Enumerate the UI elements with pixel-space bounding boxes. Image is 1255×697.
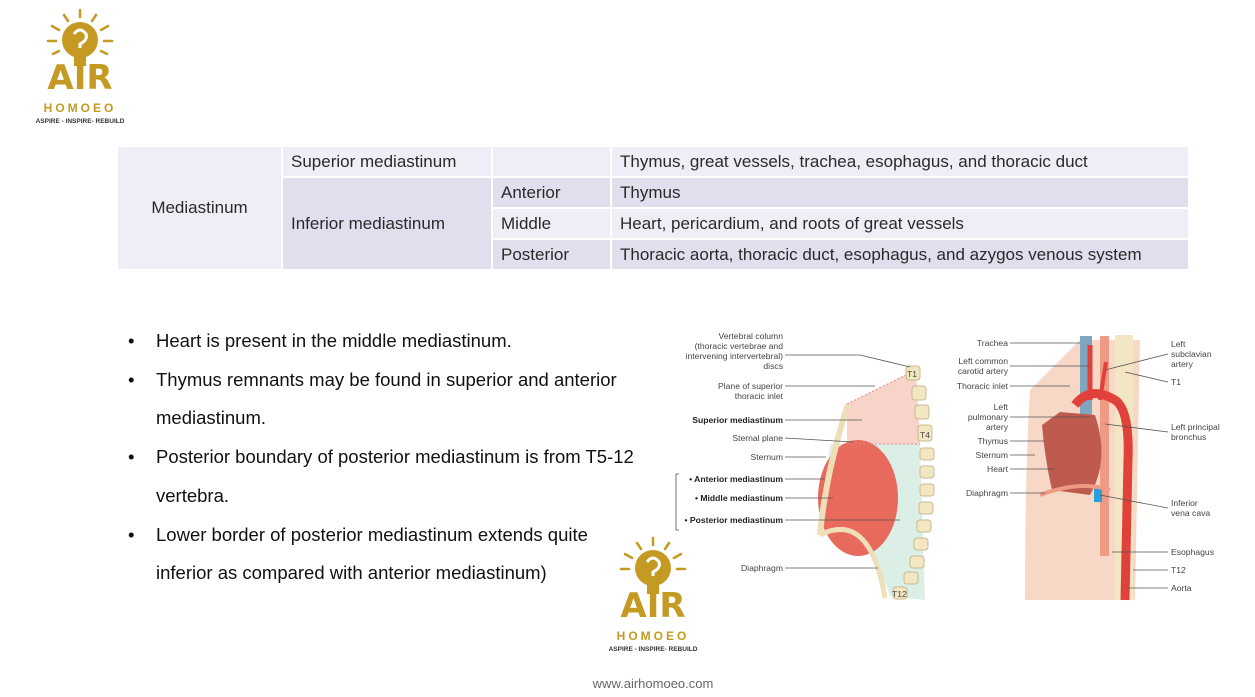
label-line: (thoracic vertebrae and — [694, 341, 783, 351]
label-line: Vertebral column — [718, 331, 784, 341]
bullet-item: Heart is present in the middle mediastin… — [128, 322, 636, 361]
logo-brand: AIR — [47, 58, 113, 98]
label-sternal-plane: Sternal plane — [732, 433, 783, 443]
label-esophagus: Esophagus — [1171, 547, 1215, 557]
table-row: Inferior mediastinum Anterior Thymus — [117, 176, 1190, 271]
contents-cell: Thymus — [610, 176, 1190, 209]
label-inferior-vena-cava: Inferior vena cava — [1171, 498, 1210, 518]
label-anterior-mediastinum: • Anterior mediastinum — [689, 474, 783, 484]
label-line: Left — [1171, 339, 1186, 349]
logo-brand: AIR — [620, 586, 686, 626]
label-line: Left common — [958, 356, 1008, 366]
root-cell: Mediastinum — [116, 145, 283, 271]
region-cell: Superior mediastinum — [281, 145, 493, 178]
label-thymus: Thymus — [977, 436, 1008, 446]
subregion-cell: Middle — [491, 207, 612, 240]
label-line: bronchus — [1171, 432, 1207, 442]
logo-sub: HOMOEO — [616, 629, 690, 643]
brand-logo-watermark: AIR HOMOEO ASPIRE - INSPIRE- REBUILD — [601, 536, 705, 658]
label-sternum: Sternum — [750, 452, 783, 462]
label-diaphragm-right: Diaphragm — [965, 488, 1008, 498]
label-aorta: Aorta — [1171, 583, 1192, 593]
label-posterior-mediastinum: • Posterior mediastinum — [684, 515, 783, 525]
label-line: artery — [1171, 359, 1193, 369]
table-row: Middle Heart, pericardium, and roots of … — [117, 207, 1190, 240]
label-heart: Heart — [986, 464, 1008, 474]
logo-tagline: ASPIRE - INSPIRE- REBUILD — [35, 118, 125, 125]
table-row: Mediastinum Superior mediastinum Thymus,… — [116, 145, 1190, 271]
brand-logo-top: AIR HOMOEO ASPIRE - INSPIRE- REBUILD — [28, 8, 132, 130]
region-cell: Inferior mediastinum — [281, 176, 493, 271]
contents-cell: Heart, pericardium, and roots of great v… — [610, 207, 1190, 240]
label-left-pulmonary-artery: Left pulmonary artery — [930, 402, 1008, 432]
label-plane-superior: Plane of superior thoracic inlet — [660, 381, 783, 401]
contents-cell: Thoracic aorta, thoracic duct, esophagus… — [610, 238, 1190, 271]
label-line: intervening intervertebral) — [685, 351, 783, 361]
label-line: vena cava — [1171, 508, 1211, 518]
bullet-item: Posterior boundary of posterior mediasti… — [128, 438, 636, 515]
label-line: discs — [763, 361, 783, 371]
label-line: Left — [993, 402, 1008, 412]
label-line: Inferior — [1171, 498, 1198, 508]
mediastinum-table: Mediastinum Superior mediastinum Thymus,… — [116, 145, 1190, 271]
label-t1-right: T1 — [1171, 377, 1182, 387]
label-t1: T1 — [907, 369, 918, 379]
bullet-item: Lower border of posterior mediastinum ex… — [128, 516, 636, 593]
logo-tagline: ASPIRE - INSPIRE- REBUILD — [608, 646, 698, 653]
label-sternum-right: Sternum — [975, 450, 1008, 460]
label-line: artery — [986, 422, 1008, 432]
label-line: pulmonary — [967, 412, 1008, 422]
footer-url: www.airhomoeo.com — [592, 676, 714, 691]
lightbulb-logo-icon — [46, 8, 114, 66]
label-left-common-carotid: Left common carotid artery — [930, 356, 1008, 376]
table-row: Posterior Thoracic aorta, thoracic duct,… — [117, 238, 1190, 271]
contents-cell: Thymus, great vessels, trachea, esophagu… — [610, 145, 1190, 178]
label-superior-mediastinum: Superior mediastinum — [692, 415, 783, 425]
label-left-subclavian: Left subclavian artery — [1171, 339, 1212, 369]
bullet-item: Thymus remnants may be found in superior… — [128, 361, 636, 438]
label-thoracic-inlet: Thoracic inlet — [956, 381, 1008, 391]
label-middle-mediastinum: • Middle mediastinum — [694, 493, 783, 503]
lightbulb-logo-icon — [619, 536, 687, 594]
label-trachea: Trachea — [976, 338, 1008, 348]
label-line: thoracic inlet — [734, 391, 783, 401]
subregion-cell: Anterior — [491, 176, 612, 209]
label-vertebral-column: Vertebral column (thoracic vertebrae and… — [660, 331, 783, 371]
label-left-principal-bronchus: Left principal bronchus — [1171, 422, 1220, 442]
label-line: Left principal — [1171, 422, 1220, 432]
label-line: carotid artery — [957, 366, 1008, 376]
subregion-cell — [491, 145, 612, 178]
logo-sub: HOMOEO — [43, 101, 117, 115]
label-t12: T12 — [892, 589, 907, 599]
label-line: subclavian — [1171, 349, 1212, 359]
label-t12-right: T12 — [1171, 565, 1186, 575]
subregion-cell: Posterior — [491, 238, 612, 271]
bullet-list: Heart is present in the middle mediastin… — [128, 322, 636, 593]
label-line: Plane of superior — [718, 381, 783, 391]
label-t4: T4 — [920, 430, 931, 440]
